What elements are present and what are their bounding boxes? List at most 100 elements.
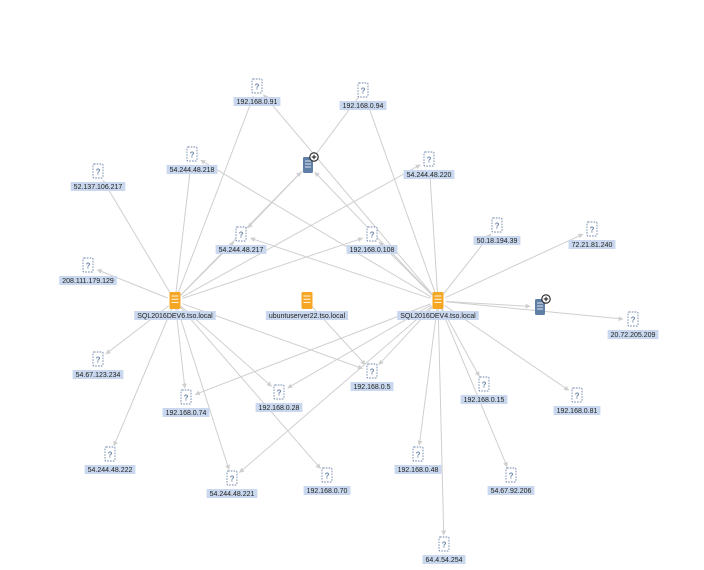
node-n8[interactable]: ? 192.168.0.108 — [346, 226, 398, 254]
edge-n12-n6 — [102, 180, 172, 295]
edge-n14-n5 — [427, 169, 438, 294]
node-n5[interactable]: ? 54.244.48.220 — [403, 151, 455, 179]
node-label: 52.137.106.217 — [74, 184, 123, 191]
svg-text:?: ? — [239, 231, 244, 240]
svg-text:?: ? — [96, 356, 101, 365]
unknown-host-icon: ? — [438, 536, 450, 552]
node-label: 54.67.92.206 — [491, 488, 532, 495]
edge-n14-n16 — [445, 301, 624, 322]
svg-text:?: ? — [631, 316, 636, 325]
expand-plus-icon[interactable] — [541, 294, 551, 304]
node-label-bg — [607, 330, 659, 339]
node-n7[interactable]: ? 54.244.48.217 — [215, 226, 267, 254]
node-label-bg — [215, 245, 267, 254]
node-label: 54.67.123.234 — [76, 372, 121, 379]
node-label: 54.244.48.217 — [219, 247, 264, 254]
edge-n14-n15 — [445, 300, 531, 309]
edge-n12-n5 — [181, 164, 421, 298]
node-n3[interactable]: ?54.244.48.218 — [166, 146, 218, 174]
unknown-host-icon: ? — [586, 221, 598, 237]
node-n12[interactable]: SQL2016DEV6.tso.local — [134, 292, 216, 320]
unknown-host-icon: ? — [423, 151, 435, 167]
node-n4[interactable] — [303, 152, 319, 173]
unknown-host-icon: ? — [627, 311, 639, 327]
node-label-bg — [72, 370, 124, 379]
unknown-host-icon: ? — [82, 257, 94, 273]
expand-plus-icon[interactable] — [309, 152, 319, 162]
node-n10[interactable]: ?72.21.81.240 — [568, 221, 616, 249]
node-n9[interactable]: ? 50.18.194.39 — [473, 217, 521, 245]
node-label: 54.244.48.221 — [210, 491, 255, 498]
svg-text:?: ? — [96, 168, 101, 177]
node-label: 192.168.0.91 — [237, 99, 278, 106]
node-n28[interactable]: ? 64.4.54.254 — [422, 536, 466, 564]
node-label-bg — [397, 311, 479, 320]
node-label-bg — [403, 170, 455, 179]
edge-n12-n8 — [182, 237, 363, 299]
server-icon — [432, 292, 444, 309]
node-label-bg — [265, 311, 349, 320]
node-label-bg — [70, 182, 126, 191]
unknown-host-icon: ? — [226, 470, 238, 486]
node-label-bg — [59, 276, 117, 285]
node-n6[interactable]: ? 52.137.106.217 — [70, 163, 126, 191]
node-label-bg — [339, 101, 387, 110]
node-n21[interactable]: ?192.168.0.15 — [460, 376, 508, 404]
node-label-bg — [473, 236, 521, 245]
svg-text:?: ? — [442, 541, 447, 550]
node-n23[interactable]: ?54.244.48.222 — [84, 446, 136, 474]
node-n17[interactable]: ? 54.67.123.234 — [72, 351, 124, 379]
node-n25[interactable]: ? 54.67.92.206 — [487, 467, 535, 495]
node-label-bg — [233, 97, 281, 106]
node-n24[interactable]: ?192.168.0.48 — [394, 446, 442, 474]
svg-text:?: ? — [482, 381, 487, 390]
node-n11[interactable]: ?208.111.179.129 — [59, 257, 117, 285]
node-label-bg — [255, 403, 303, 412]
svg-text:?: ? — [184, 394, 189, 403]
node-label-bg — [206, 489, 258, 498]
edge-n12-n23 — [113, 308, 173, 447]
unknown-host-icon: ? — [571, 387, 583, 403]
svg-text:?: ? — [590, 226, 595, 235]
node-n20[interactable]: ? 192.168.0.28 — [255, 384, 303, 412]
unknown-host-icon: ? — [273, 384, 285, 400]
node-n1[interactable]: ?192.168.0.91 — [233, 78, 281, 106]
edge-n14-n1 — [263, 94, 434, 296]
node-label: 54.244.48.220 — [407, 172, 452, 179]
node-n16[interactable]: ? 20.72.205.209 — [607, 311, 659, 339]
node-n26[interactable]: ? 54.244.48.221 — [206, 470, 258, 498]
unknown-host-icon: ? — [505, 467, 517, 483]
node-label: 192.168.0.28 — [259, 405, 300, 412]
node-n13[interactable]: ubuntuserver22.tso.local — [265, 292, 349, 320]
unknown-host-icon: ? — [478, 376, 490, 392]
node-n19[interactable]: ? 192.168.0.74 — [162, 389, 210, 417]
node-label: 64.4.54.254 — [426, 557, 463, 564]
node-n15[interactable] — [535, 294, 551, 315]
unknown-host-icon: ? — [366, 226, 378, 242]
node-label: 20.72.205.209 — [611, 332, 656, 339]
node-n27[interactable]: ?192.168.0.70 — [303, 467, 351, 495]
edge-n12-n27 — [179, 306, 321, 469]
node-n14[interactable]: SQL2016DEV4.tso.local — [397, 292, 479, 320]
node-label: 192.168.0.74 — [166, 410, 207, 417]
edge-n4-n7 — [247, 170, 303, 229]
node-label-bg — [394, 465, 442, 474]
node-label-bg — [346, 245, 398, 254]
edge-n14-n28 — [437, 308, 447, 536]
edge-n14-n24 — [417, 308, 438, 446]
unknown-host-icon: ? — [180, 389, 192, 405]
unknown-host-icon: ? — [321, 467, 333, 483]
svg-text:?: ? — [495, 222, 500, 231]
node-label: 192.168.0.108 — [350, 247, 395, 254]
node-n18[interactable]: ?192.168.0.5 — [350, 363, 394, 391]
svg-text:?: ? — [361, 87, 366, 96]
svg-text:?: ? — [370, 368, 375, 377]
node-label: 192.168.0.94 — [343, 103, 384, 110]
node-label-bg — [553, 406, 601, 415]
edge-n14-n26 — [239, 305, 433, 473]
node-label: 50.18.194.39 — [477, 238, 518, 245]
node-n2[interactable]: ? 192.168.0.94 — [339, 82, 387, 110]
node-n22[interactable]: ?192.168.0.81 — [553, 387, 601, 415]
svg-text:?: ? — [370, 231, 375, 240]
unknown-host-icon: ? — [186, 146, 198, 162]
